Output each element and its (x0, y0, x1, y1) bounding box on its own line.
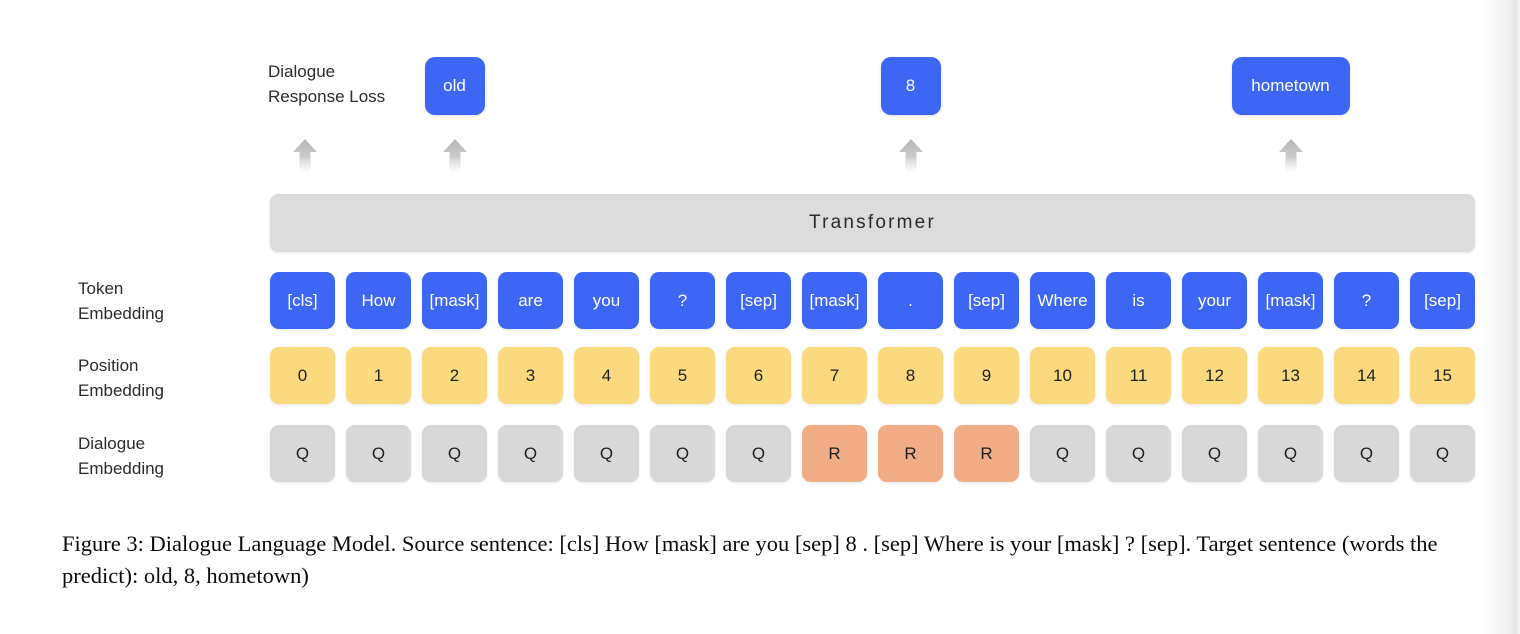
token-cell-12: your (1182, 272, 1247, 329)
position-cell-13: 13 (1258, 347, 1323, 404)
token-cell-6: [sep] (726, 272, 791, 329)
dialogue-cell-13: Q (1258, 425, 1323, 482)
position-cell-6: 6 (726, 347, 791, 404)
dialogue-cell-10: Q (1030, 425, 1095, 482)
prediction-arrow-hometown (1278, 138, 1304, 172)
dialogue-cell-12: Q (1182, 425, 1247, 482)
dialogue-cell-9: R (954, 425, 1019, 482)
dialogue-cell-5: Q (650, 425, 715, 482)
position-cell-11: 11 (1106, 347, 1171, 404)
dialogue-cell-3: Q (498, 425, 563, 482)
transformer-label: Transformer (809, 212, 936, 233)
position-cell-1: 1 (346, 347, 411, 404)
prediction-arrow-8 (898, 138, 924, 172)
position-cell-5: 5 (650, 347, 715, 404)
figure-caption: Figure 3: Dialogue Language Model. Sourc… (62, 531, 1438, 588)
token-cell-10: Where (1030, 272, 1095, 329)
prediction-box-old: old (424, 57, 485, 115)
token-cell-11: is (1106, 272, 1171, 329)
position-cell-3: 3 (498, 347, 563, 404)
transformer-block: Transformer (270, 194, 1475, 252)
position-cell-14: 14 (1334, 347, 1399, 404)
token-cell-15: [sep] (1410, 272, 1475, 329)
position-cell-7: 7 (802, 347, 867, 404)
dialogue-cell-1: Q (346, 425, 411, 482)
token-cell-4: you (574, 272, 639, 329)
dialogue-cell-0: Q (270, 425, 335, 482)
position-embedding-label: Position Embedding (78, 356, 165, 400)
token-cell-0: [cls] (270, 272, 335, 329)
dialogue-cell-8: R (878, 425, 943, 482)
prediction-box-hometown: hometown (1231, 57, 1350, 115)
dialogue-cell-2: Q (422, 425, 487, 482)
dialogue-cell-11: Q (1106, 425, 1171, 482)
position-cell-8: 8 (878, 347, 943, 404)
token-cell-7: [mask] (802, 272, 867, 329)
position-cell-10: 10 (1030, 347, 1095, 404)
token-embedding-label: Token Embedding (78, 279, 165, 323)
position-cell-4: 4 (574, 347, 639, 404)
dialogue-cell-7: R (802, 425, 867, 482)
prediction-box-8: 8 (880, 57, 941, 115)
position-cell-15: 15 (1410, 347, 1475, 404)
token-cell-5: ? (650, 272, 715, 329)
dialogue-cell-4: Q (574, 425, 639, 482)
token-cell-3: are (498, 272, 563, 329)
dialogue-cell-15: Q (1410, 425, 1475, 482)
loss-arrow (292, 138, 318, 172)
token-cell-8: . (878, 272, 943, 329)
dialogue-embedding-label: Dialogue Embedding (78, 434, 165, 478)
position-cell-9: 9 (954, 347, 1019, 404)
dialogue-response-loss-label: Dialogue Response Loss (268, 62, 386, 106)
dialogue-cell-6: Q (726, 425, 791, 482)
prediction-arrow-old (442, 138, 468, 172)
token-cell-14: ? (1334, 272, 1399, 329)
position-cell-0: 0 (270, 347, 335, 404)
token-cell-1: How (346, 272, 411, 329)
dialogue-cell-14: Q (1334, 425, 1399, 482)
page-edge-shadow (1474, 0, 1520, 634)
position-cell-2: 2 (422, 347, 487, 404)
position-cell-12: 12 (1182, 347, 1247, 404)
token-cell-2: [mask] (422, 272, 487, 329)
token-cell-9: [sep] (954, 272, 1019, 329)
token-cell-13: [mask] (1258, 272, 1323, 329)
